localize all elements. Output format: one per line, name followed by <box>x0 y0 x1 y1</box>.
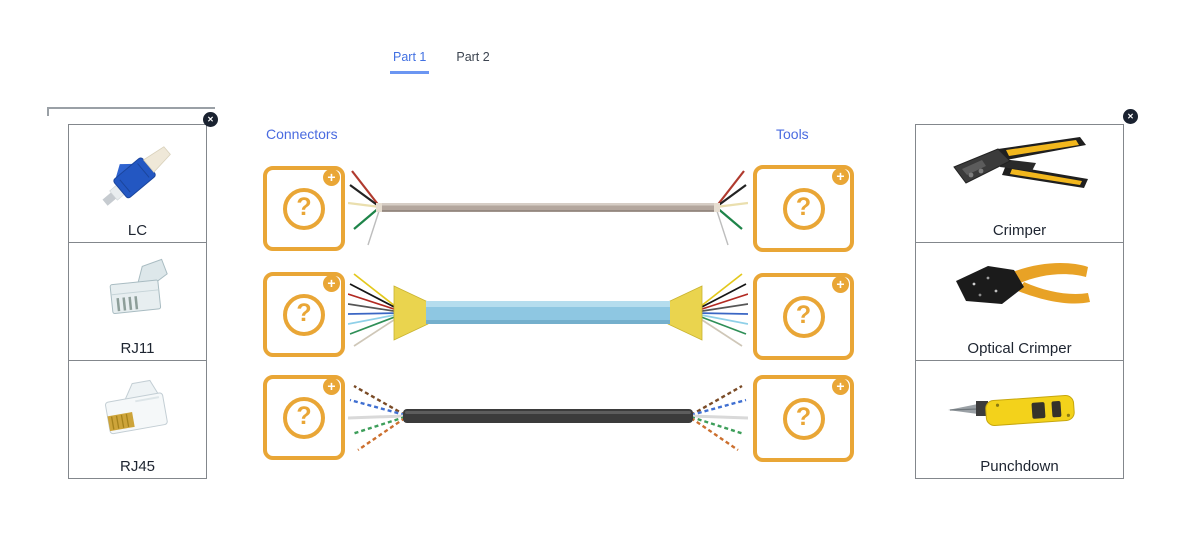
tool-card-label: Punchdown <box>980 458 1059 475</box>
connector-card-lc[interactable]: LC <box>68 124 207 243</box>
question-mark-icon: ? <box>283 396 325 439</box>
lc-connector-icon <box>69 128 206 222</box>
fiber-cable-image <box>347 270 749 360</box>
connectors-column-label: Connectors <box>266 126 338 142</box>
connector-card-rj45[interactable]: RJ45 <box>68 360 207 479</box>
plus-icon[interactable]: + <box>832 276 849 293</box>
connectors-tray: LC RJ11 <box>68 124 207 479</box>
rj45-connector-icon <box>69 364 206 458</box>
tab-part-2[interactable]: Part 2 <box>456 50 490 64</box>
connectors-tray-border <box>47 107 215 116</box>
tool-card-crimper[interactable]: Crimper <box>915 124 1124 243</box>
ethernet-cable-image <box>347 378 749 463</box>
tools-tray: Crimper Optical Crimper <box>915 124 1124 479</box>
dropzone-tool-row2[interactable]: ? + <box>753 273 854 360</box>
punchdown-icon <box>916 364 1123 458</box>
question-mark-icon: ? <box>782 295 825 338</box>
question-mark-icon: ? <box>283 187 325 230</box>
plus-icon[interactable]: + <box>323 378 340 395</box>
optical-crimper-icon <box>916 246 1123 340</box>
plus-icon[interactable]: + <box>832 168 849 185</box>
question-mark-icon: ? <box>283 293 325 336</box>
connector-card-label: RJ45 <box>119 458 156 475</box>
crimper-icon <box>916 128 1123 222</box>
tool-card-punchdown[interactable]: Punchdown <box>915 360 1124 479</box>
tool-card-optical-crimper[interactable]: Optical Crimper <box>915 242 1124 361</box>
dropzone-connector-row1[interactable]: ? + <box>263 166 345 251</box>
connector-card-rj11[interactable]: RJ11 <box>68 242 207 361</box>
plus-icon[interactable]: + <box>323 169 340 186</box>
connectors-tray-close-icon[interactable]: ✕ <box>203 112 218 127</box>
connector-card-label: RJ11 <box>120 340 155 357</box>
tab-part-1[interactable]: Part 1 <box>390 48 430 74</box>
dropzone-tool-row1[interactable]: ? + <box>753 165 854 252</box>
dropzone-connector-row2[interactable]: ? + <box>263 272 345 357</box>
question-mark-icon: ? <box>782 187 825 230</box>
dropzone-connector-row3[interactable]: ? + <box>263 375 345 460</box>
plus-icon[interactable]: + <box>832 378 849 395</box>
rj11-connector-icon <box>69 246 206 340</box>
part-tabs: Part 1 Part 2 <box>390 48 493 74</box>
plus-icon[interactable]: + <box>323 275 340 292</box>
tools-column-label: Tools <box>776 126 809 142</box>
tools-tray-close-icon[interactable]: ✕ <box>1123 109 1138 124</box>
dropzone-tool-row3[interactable]: ? + <box>753 375 854 462</box>
question-mark-icon: ? <box>782 397 825 440</box>
connector-card-label: LC <box>127 222 148 239</box>
tool-card-label: Crimper <box>992 222 1047 239</box>
telephone-cable-image <box>347 165 749 255</box>
tool-card-label: Optical Crimper <box>967 340 1072 357</box>
